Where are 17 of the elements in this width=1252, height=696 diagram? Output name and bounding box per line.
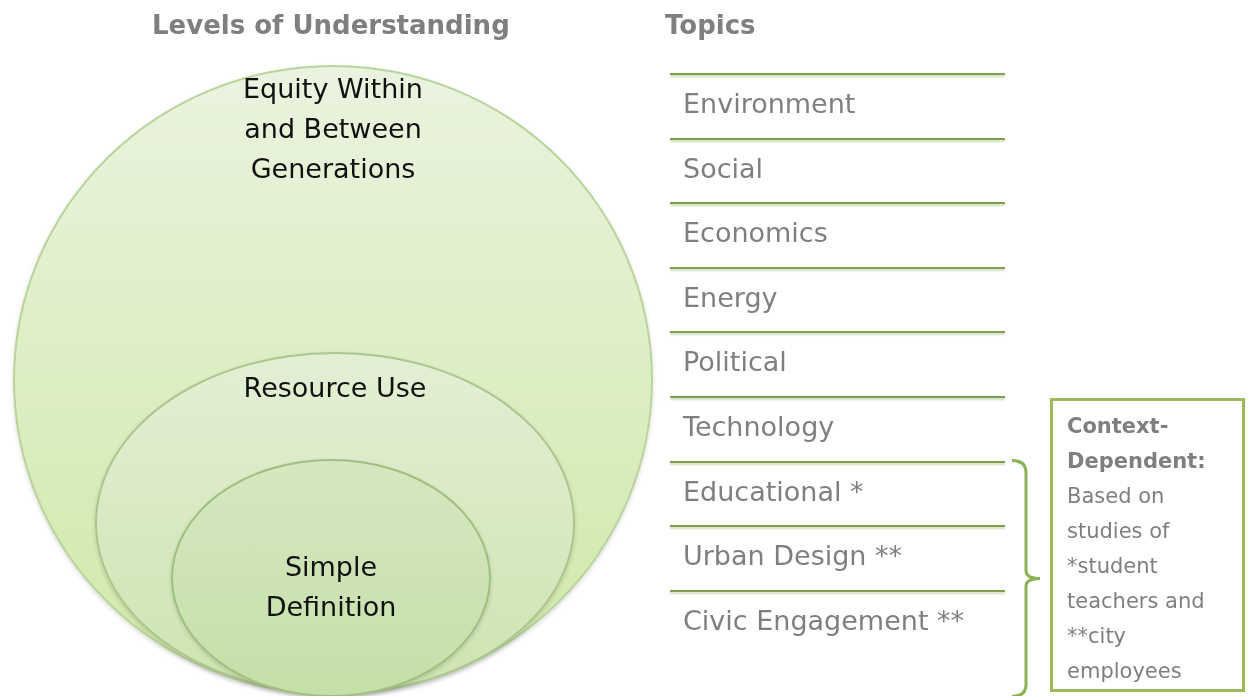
topic-label: Technology bbox=[683, 410, 835, 444]
note-text: Based on studies of *student teachers and **city employees bbox=[1067, 483, 1206, 685]
topic-label: Political bbox=[683, 345, 787, 380]
column-heading: Levels of Understanding bbox=[152, 10, 510, 40]
topic-label: Civic Engagement ** bbox=[683, 603, 965, 638]
topic-label: Environment bbox=[683, 87, 856, 121]
topic-label: Educational * bbox=[683, 474, 864, 509]
topic-label: Energy bbox=[683, 280, 778, 315]
note-heading: Context-Dependent: bbox=[1067, 413, 1207, 475]
level-label: Resource Use bbox=[242, 371, 428, 405]
level-label: Equity Within and Between Generations bbox=[242, 72, 424, 186]
topic-label: Urban Design ** bbox=[683, 539, 903, 574]
topic-label: Social bbox=[683, 151, 764, 186]
topic-label: Economics bbox=[683, 216, 828, 251]
note-box bbox=[1050, 398, 1245, 692]
column-heading: Topics bbox=[665, 10, 756, 40]
level-label: Simple Definition bbox=[264, 550, 398, 624]
